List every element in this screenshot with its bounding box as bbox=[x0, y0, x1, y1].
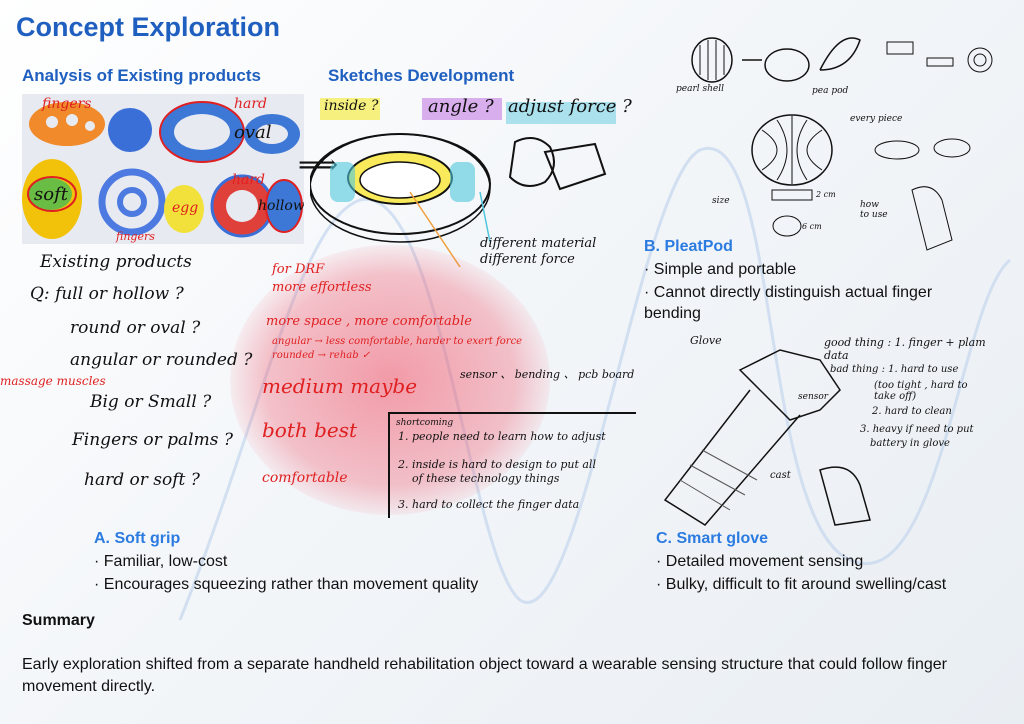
photo-label-hard-2: hard bbox=[232, 172, 266, 188]
summary-heading: Summary bbox=[22, 612, 95, 629]
glove-note-glove: Glove bbox=[690, 334, 722, 347]
pleat-note-pearl: pearl shell bbox=[676, 84, 724, 94]
answer-6: comfortable bbox=[262, 470, 348, 486]
page-title: Concept Exploration bbox=[16, 12, 281, 42]
glove-note-bad-3b: battery in glove bbox=[870, 438, 950, 449]
highlight-blob bbox=[230, 245, 550, 515]
question-3-sub: massage muscles bbox=[0, 374, 106, 388]
pleatpod-heading: B. PleatPod bbox=[644, 238, 733, 255]
summary-text: Early exploration shifted from a separat… bbox=[22, 656, 947, 695]
pleat-note-how: how to use bbox=[860, 200, 888, 220]
sketches-heading: Sketches Development bbox=[328, 66, 515, 85]
pleatpod-sketch-area: pearl shell pea pod every piece size 2 c… bbox=[672, 30, 1002, 255]
glove-note-good: good thing : 1. finger + plam data bbox=[824, 336, 986, 362]
pleatpod-sketch bbox=[691, 37, 993, 251]
question-4: Big or Small ? bbox=[90, 392, 212, 412]
glove-note-bad-2: 2. hard to clean bbox=[872, 406, 952, 417]
note-different-force: different force bbox=[480, 252, 575, 267]
softgrip-bullet-2: · Encourages squeezing rather than movem… bbox=[94, 576, 479, 593]
question-3: angular or rounded ? bbox=[70, 350, 253, 370]
note-different-material: different material bbox=[480, 236, 597, 251]
smartglove-heading: C. Smart glove bbox=[656, 530, 769, 547]
pleatpod-bullet-2b: bending bbox=[644, 305, 701, 322]
pleatpod-bullet-2: · Cannot directly distinguish actual fin… bbox=[644, 284, 933, 301]
note-angle: angle ? bbox=[428, 96, 494, 117]
grip-products-illustration bbox=[22, 94, 304, 244]
analysis-heading: Analysis of Existing products bbox=[22, 66, 261, 85]
shortcoming-1: 1. people need to learn how to adjust bbox=[398, 430, 606, 443]
softgrip-heading: A. Soft grip bbox=[94, 530, 181, 547]
glove-note-bad-3: 3. heavy if need to put bbox=[860, 424, 974, 435]
answer-1b: more effortless bbox=[272, 280, 372, 295]
glove-sketch bbox=[663, 349, 871, 526]
question-1: Q: full or hollow ? bbox=[30, 284, 184, 304]
answer-5: both best bbox=[262, 418, 358, 442]
answer-3a: angular → less comfortable, harder to ex… bbox=[272, 336, 523, 347]
smartglove-bullet-1: · Detailed movement sensing bbox=[656, 553, 864, 570]
ring-sketch bbox=[309, 98, 616, 283]
glove-note-cast: cast bbox=[770, 470, 791, 481]
photo-label-soft: soft bbox=[34, 184, 68, 205]
question-5: Fingers or palms ? bbox=[72, 430, 233, 450]
existing-products-label: Existing products bbox=[40, 252, 192, 272]
photo-label-hollow: hollow bbox=[258, 198, 304, 214]
question-2: round or oval ? bbox=[70, 318, 201, 338]
pleat-note-every: every piece bbox=[850, 114, 903, 124]
note-adjust-force: adjust force ? bbox=[508, 96, 632, 117]
note-sensor: sensor 、 bending 、 pcb board bbox=[460, 368, 635, 381]
shortcoming-2b: of these technology things bbox=[412, 472, 560, 485]
answer-3b: rounded → rehab ✓ bbox=[272, 350, 371, 361]
pleat-note-size: size bbox=[712, 196, 730, 206]
shortcoming-3: 3. hard to collect the finger data bbox=[398, 498, 580, 511]
glove-note-bad-1b: (too tight , hard to take off) bbox=[874, 380, 968, 402]
photo-label-egg: egg bbox=[172, 200, 199, 216]
answer-4: medium maybe bbox=[262, 374, 418, 398]
note-inside: inside ? bbox=[324, 98, 379, 114]
sketch-development-area: inside ? angle ? adjust force ? differen… bbox=[309, 92, 640, 283]
softgrip-bullet-1: · Familiar, low-cost bbox=[94, 553, 228, 570]
existing-products-photo: fingers hard oval soft egg hard hollow f… bbox=[22, 94, 304, 244]
answer-1a: for DRF bbox=[272, 262, 325, 277]
pleat-note-pod: pea pod bbox=[812, 86, 849, 96]
glove-note-sensor: sensor bbox=[798, 392, 829, 402]
glove-note-bad: bad thing : 1. hard to use bbox=[830, 364, 959, 375]
photo-label-hard: hard bbox=[234, 96, 268, 112]
shortcoming-title: shortcoming bbox=[396, 418, 454, 428]
photo-label-oval: oval bbox=[234, 122, 272, 143]
shortcoming-2: 2. inside is hard to design to put all bbox=[398, 458, 596, 471]
smart-glove-sketch-area: Glove good thing : 1. finger + plam data… bbox=[660, 330, 990, 530]
pleat-note-2cm: 2 cm bbox=[816, 190, 836, 199]
question-6: hard or soft ? bbox=[84, 470, 200, 490]
photo-label-fingers: fingers bbox=[42, 96, 92, 112]
photo-label-fingers-2: fingers bbox=[116, 230, 155, 243]
answer-2: more space , more comfortable bbox=[266, 314, 472, 329]
smartglove-bullet-2: · Bulky, difficult to fit around swellin… bbox=[656, 576, 947, 593]
pleat-note-6cm: 6 cm bbox=[802, 222, 822, 231]
pleatpod-bullet-1: · Simple and portable bbox=[644, 261, 797, 278]
shortcoming-box: shortcoming 1. people need to learn how … bbox=[388, 412, 636, 518]
